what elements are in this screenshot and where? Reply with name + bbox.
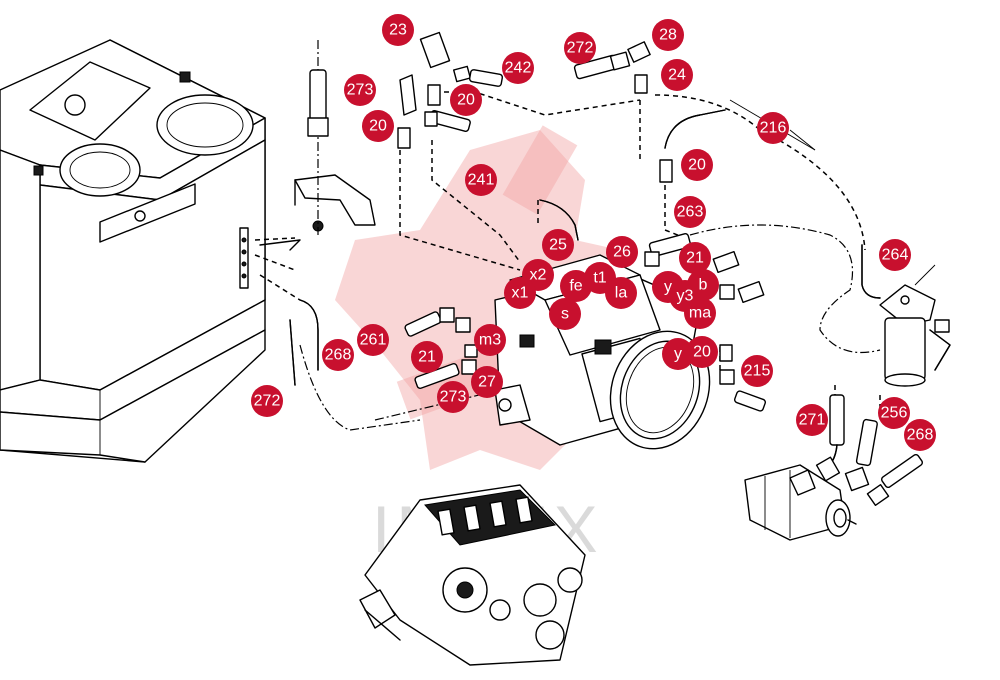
hydraulic-pump xyxy=(494,254,711,450)
svg-text:25: 25 xyxy=(549,237,567,254)
svg-text:b: b xyxy=(699,277,708,294)
svg-text:264: 264 xyxy=(882,247,909,264)
svg-text:272: 272 xyxy=(254,393,281,410)
hoses-and-fittings xyxy=(289,31,951,507)
svg-text:241: 241 xyxy=(468,172,495,189)
callout-la: la xyxy=(605,277,637,309)
callout-241: 241 xyxy=(465,164,497,196)
callout-ma: ma xyxy=(684,297,716,329)
callout-25: 25 xyxy=(542,229,574,261)
callout-m3: m3 xyxy=(474,324,506,356)
callout-272: 272 xyxy=(251,385,283,417)
callout-271: 271 xyxy=(796,404,828,436)
callout-242: 242 xyxy=(502,52,534,84)
mounting-bracket xyxy=(259,174,376,251)
svg-text:la: la xyxy=(615,285,628,302)
callout-20: 20 xyxy=(681,149,713,181)
svg-text:ma: ma xyxy=(689,305,711,322)
callout-273: 273 xyxy=(344,74,376,106)
svg-text:m3: m3 xyxy=(479,332,501,349)
callout-21: 21 xyxy=(679,242,711,274)
callout-268: 268 xyxy=(322,339,354,371)
callout-27: 27 xyxy=(471,366,503,398)
svg-text:27: 27 xyxy=(478,374,496,391)
svg-text:y3: y3 xyxy=(677,288,694,305)
svg-text:28: 28 xyxy=(659,27,677,44)
callout-263: 263 xyxy=(674,196,706,228)
callout-264: 264 xyxy=(879,239,911,271)
svg-text:272: 272 xyxy=(567,40,594,57)
callout-20: 20 xyxy=(362,110,394,142)
callout-x1: x1 xyxy=(504,277,536,309)
callout-28: 28 xyxy=(652,19,684,51)
callout-268: 268 xyxy=(904,419,936,451)
svg-text:24: 24 xyxy=(668,67,686,84)
callout-23: 23 xyxy=(382,14,414,46)
svg-text:26: 26 xyxy=(613,244,631,261)
svg-text:273: 273 xyxy=(347,82,374,99)
hydraulic-motor xyxy=(744,464,857,541)
callout-20: 20 xyxy=(686,336,718,368)
svg-text:fe: fe xyxy=(569,278,582,295)
svg-text:263: 263 xyxy=(677,204,704,221)
svg-text:s: s xyxy=(561,306,569,323)
svg-text:268: 268 xyxy=(907,427,934,444)
svg-text:x1: x1 xyxy=(512,285,529,302)
svg-text:271: 271 xyxy=(799,412,826,429)
callout-273: 273 xyxy=(437,381,469,413)
svg-text:t1: t1 xyxy=(593,270,606,287)
callout-20: 20 xyxy=(450,84,482,116)
callout-256: 256 xyxy=(878,397,910,429)
svg-text:20: 20 xyxy=(369,118,387,135)
svg-text:261: 261 xyxy=(360,332,387,349)
callout-261: 261 xyxy=(357,324,389,356)
svg-text:216: 216 xyxy=(760,120,787,137)
svg-text:21: 21 xyxy=(686,250,704,267)
svg-text:20: 20 xyxy=(688,157,706,174)
diesel-engine xyxy=(359,484,586,666)
callout-215: 215 xyxy=(741,355,773,387)
callout-y1: y xyxy=(662,338,694,370)
svg-text:268: 268 xyxy=(325,347,352,364)
svg-text:273: 273 xyxy=(440,389,467,406)
svg-text:256: 256 xyxy=(881,405,908,422)
callout-216: 216 xyxy=(757,112,789,144)
return-filter xyxy=(879,264,936,387)
svg-text:23: 23 xyxy=(389,22,407,39)
callout-272: 272 xyxy=(564,32,596,64)
svg-text:x2: x2 xyxy=(530,267,547,284)
callout-21: 21 xyxy=(411,341,443,373)
svg-text:y: y xyxy=(664,279,672,296)
svg-text:215: 215 xyxy=(744,363,771,380)
svg-text:21: 21 xyxy=(418,349,436,366)
callout-s: s xyxy=(549,298,581,330)
callout-24: 24 xyxy=(661,59,693,91)
svg-text:20: 20 xyxy=(693,344,711,361)
svg-text:20: 20 xyxy=(457,92,475,109)
callout-26: 26 xyxy=(606,236,638,268)
hydraulic-tank xyxy=(0,39,266,463)
svg-text:242: 242 xyxy=(505,60,532,77)
svg-text:y: y xyxy=(674,346,682,363)
